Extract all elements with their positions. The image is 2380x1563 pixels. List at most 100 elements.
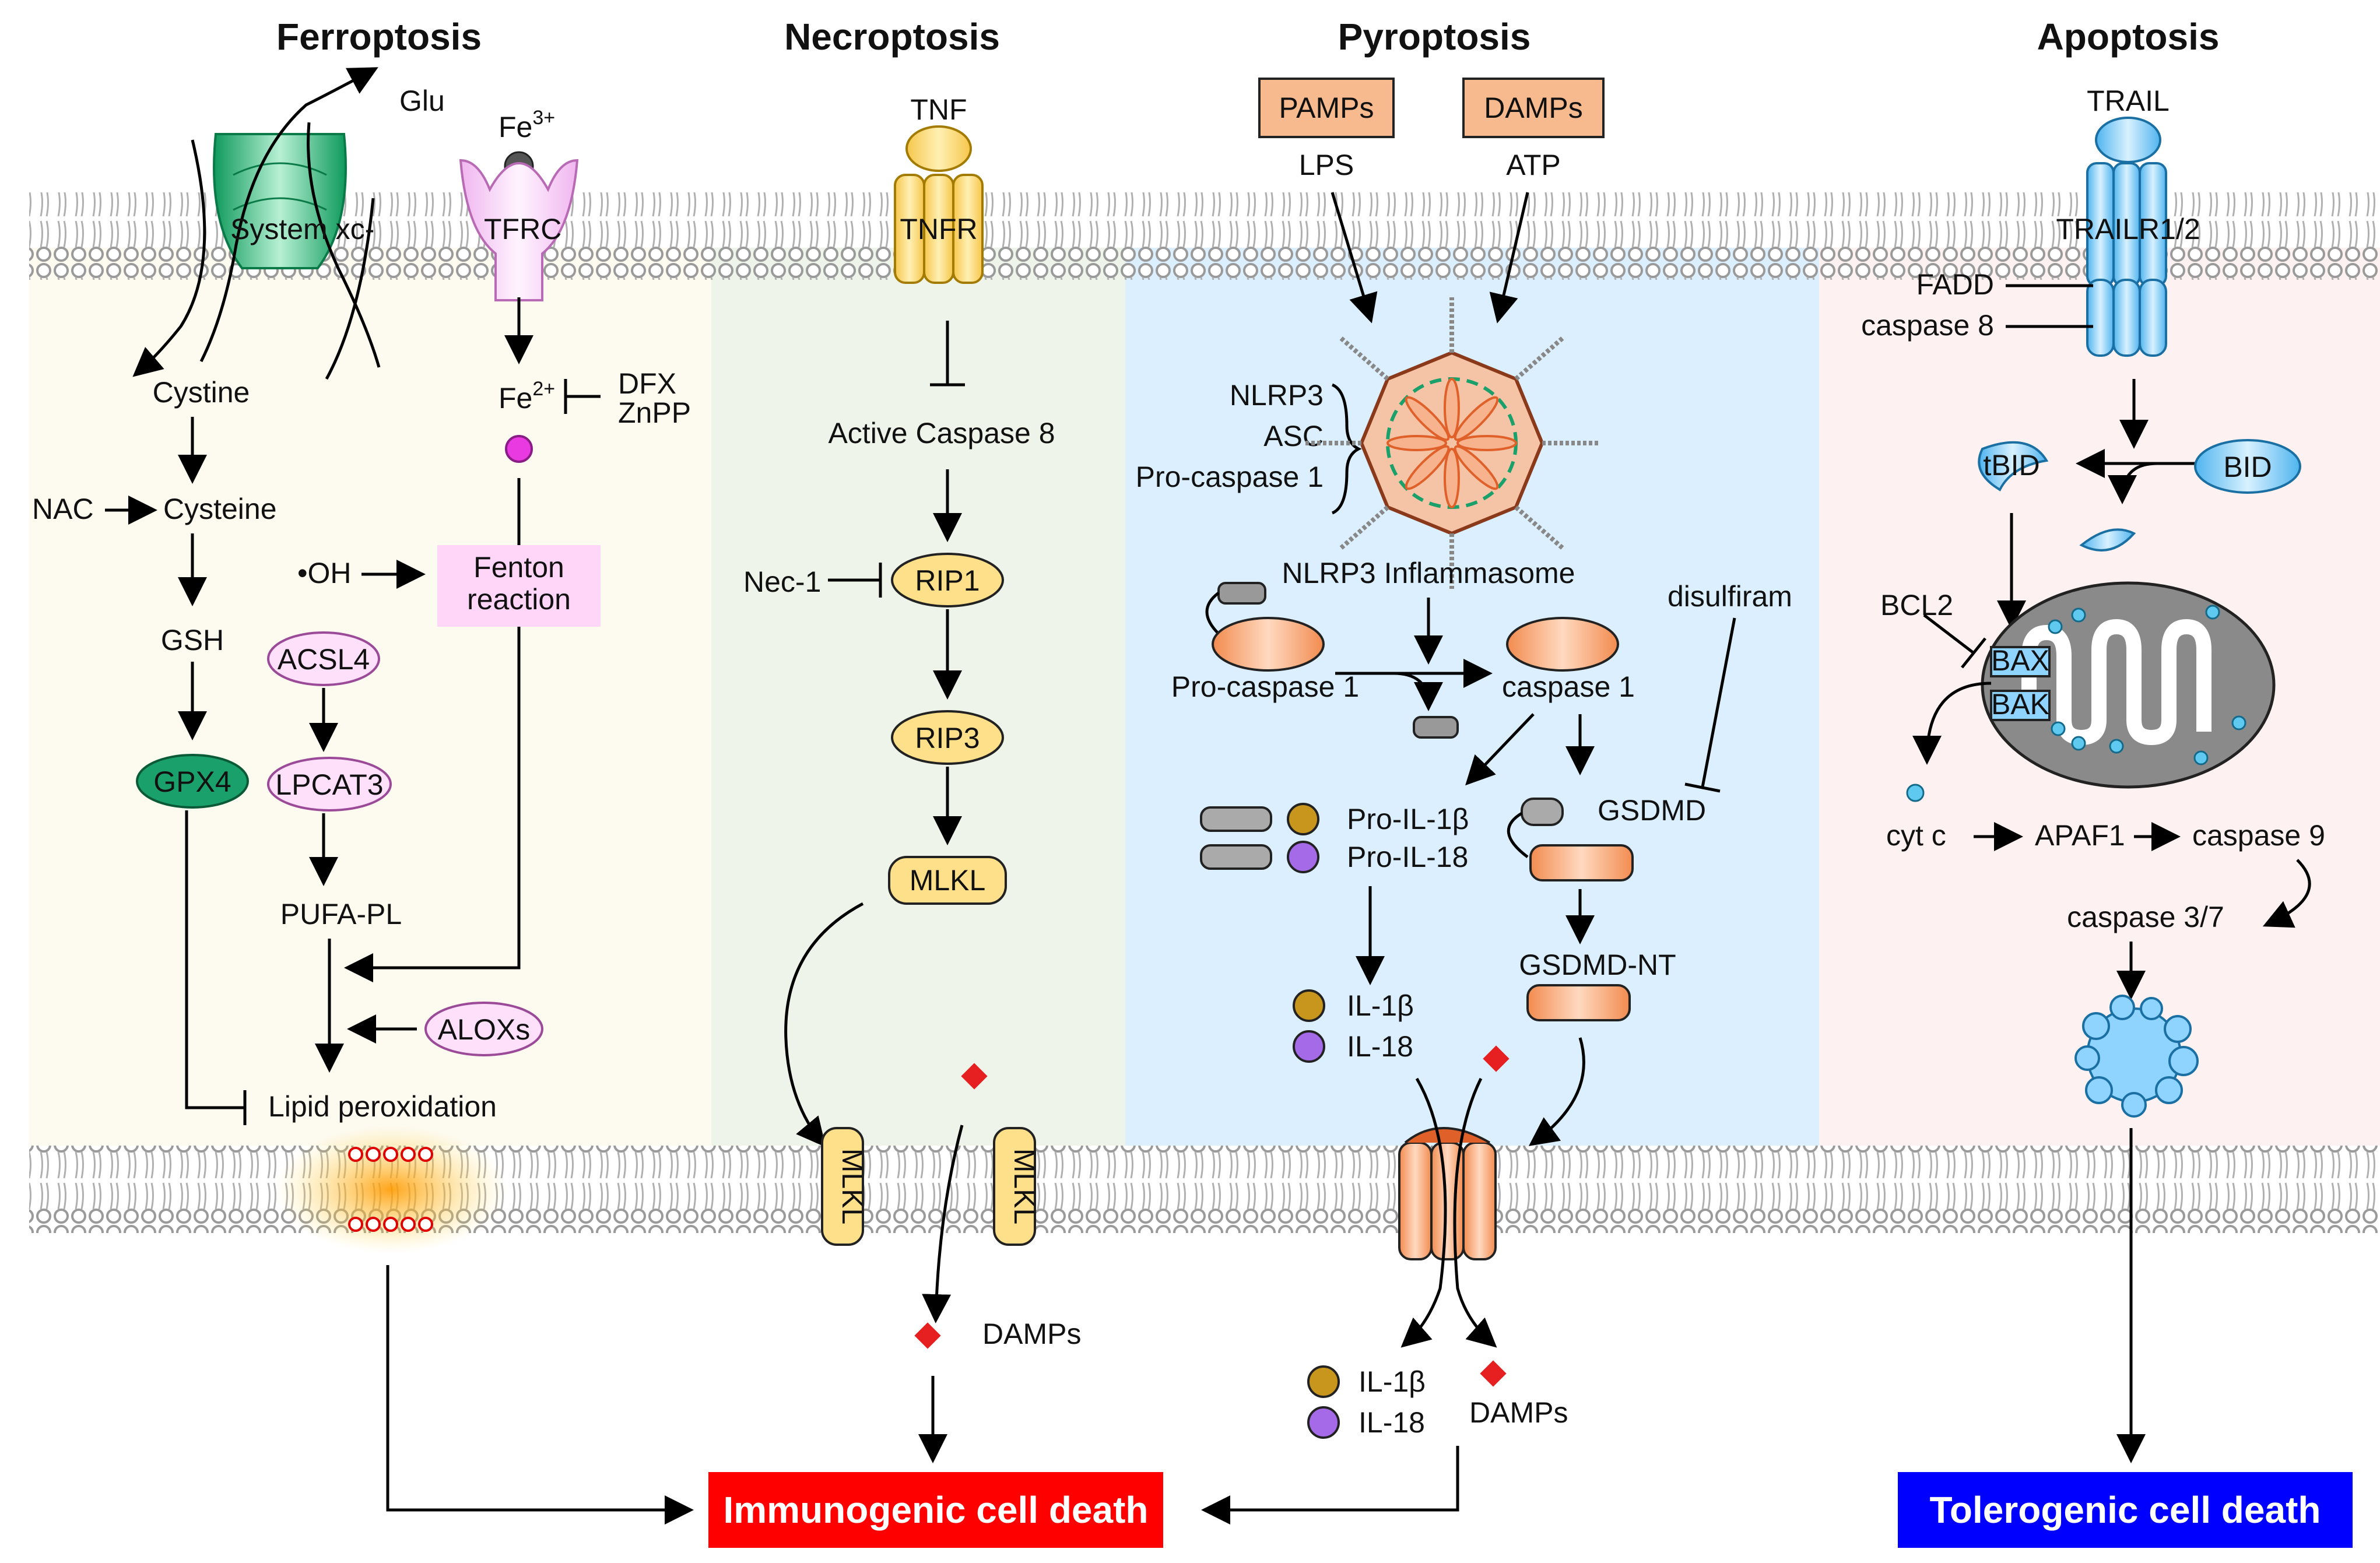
lpcat3-node [267, 757, 392, 812]
znpp-label: ZnPP [618, 396, 691, 429]
fe2-ion-icon [505, 435, 533, 463]
lpcat3-label: LPCAT3 [275, 768, 383, 801]
title-necroptosis: Necroptosis [784, 16, 1000, 58]
title-apoptosis: Apoptosis [2037, 16, 2220, 58]
disulfiram-inhibition-line [1701, 617, 1736, 788]
bid-node [2194, 439, 2301, 494]
necroptosis-damps-label: DAMPs [982, 1318, 1081, 1350]
trailr-receptor [2086, 162, 2167, 357]
fenton-to-lipid-arrow [344, 478, 521, 982]
damps-box-label: DAMPs [1484, 92, 1582, 124]
asc-label: ASC [1263, 420, 1324, 452]
ferroptosis-outcome-arrow [386, 1265, 694, 1525]
oh-label: •OH [297, 557, 352, 589]
mlkl-pore-left [821, 1127, 864, 1246]
rip1-node [891, 553, 1004, 607]
mitochondrion [1981, 581, 2276, 789]
il1b-released-icon [1307, 1365, 1340, 1398]
mlkl-node [888, 856, 1007, 905]
tbid-label: tBID [1983, 449, 2040, 482]
caspase1-label: caspase 1 [1502, 670, 1635, 703]
pamps-box [1258, 78, 1395, 138]
pro-il18-icon [1200, 841, 1319, 873]
active-caspase8-label: Active Caspase 8 [828, 417, 1055, 449]
tolerogenic-cell-death-box [1898, 1472, 2353, 1548]
gsh-label: GSH [161, 624, 224, 656]
tnf-ligand [905, 125, 972, 172]
rip1-label: RIP1 [915, 564, 980, 597]
ferroptosis-panel [29, 248, 711, 1146]
tbid-node [1978, 441, 2049, 491]
bcl2-inhibition-line [1923, 614, 1975, 654]
il1b-icon [1293, 989, 1325, 1022]
caspase1-node [1506, 617, 1619, 672]
system-xc-curve [307, 122, 381, 368]
system-xc-inner-curve [325, 198, 375, 380]
fenton-reaction-box [437, 545, 601, 627]
acsl4-node [267, 631, 380, 686]
il18-released-icon [1307, 1406, 1340, 1439]
gsdmd-nt-node [1526, 984, 1631, 1021]
dfx-label: DFX [618, 367, 676, 400]
pro-caspase1-label: Pro-caspase 1 [1171, 670, 1359, 703]
pamps-label: PAMPs [1279, 92, 1374, 124]
pufa-pl-label: PUFA-PL [280, 898, 402, 930]
bax-box [1990, 646, 2051, 677]
mlkl-label: MLKL [910, 864, 986, 897]
gsdmd-label: GSDMD [1598, 794, 1706, 827]
tnfr-receptor [894, 174, 984, 284]
damps-release-arrow [922, 1125, 964, 1323]
pyroptosis-damps-label: DAMPs [1469, 1396, 1568, 1429]
mlkl-translocation-arrow [784, 902, 864, 1147]
aloxs-node [424, 1002, 543, 1056]
tnfr-label: TNFR [900, 213, 977, 245]
peroxidized-lipids [348, 1147, 433, 1232]
bax-label: BAX [1991, 644, 2049, 677]
bak-box [1990, 690, 2051, 721]
system-xc-label: System xc- [230, 213, 374, 245]
pro-il18-label: Pro-IL-18 [1347, 841, 1468, 873]
cytc-label: cyt c [1886, 819, 1946, 852]
caspase37-label: caspase 3/7 [2067, 901, 2224, 933]
disulfiram-label: disulfiram [1668, 580, 1792, 613]
lps-label: LPS [1299, 149, 1354, 181]
fadd-label: FADD [1916, 268, 1994, 301]
cytc-icon [1906, 784, 1925, 802]
glu-export-arrow [199, 67, 378, 363]
fenton-line2: reaction [467, 583, 571, 616]
apaf1-label: APAF1 [2035, 819, 2125, 852]
mlkl-pore-right-label: MLKL [1008, 1148, 1041, 1225]
damps-icon-pyroptosis [1480, 1360, 1507, 1387]
bid-fragment-icon [2079, 528, 2136, 552]
il1b-label: IL-1β [1347, 989, 1414, 1022]
trail-ligand [2095, 117, 2161, 163]
damps-icon-pyroptosis-inner [1483, 1045, 1510, 1072]
fenton-line1: Fenton [473, 551, 564, 584]
cleaved-card-domain [1413, 716, 1459, 739]
rip3-label: RIP3 [915, 722, 980, 754]
pro-il1b-icon [1200, 803, 1319, 835]
plasma-membrane-top [29, 192, 2380, 280]
fe2-label: Fe2+ [499, 378, 555, 415]
title-pyroptosis: Pyroptosis [1338, 16, 1531, 58]
caspase8-label: caspase 8 [1861, 309, 1994, 342]
nlrp3-inflammasome-label: NLRP3 Inflammasome [1282, 557, 1575, 589]
il18-label: IL-18 [1347, 1030, 1413, 1063]
rip3-node [891, 710, 1004, 765]
inflammasome-brace [1331, 383, 1362, 515]
nlrp3-inflammasome-complex [1303, 297, 1600, 589]
bid-label: BID [2223, 451, 2272, 483]
necroptosis-panel [711, 248, 1125, 1146]
nac-label: NAC [32, 493, 94, 525]
tfrc-receptor [459, 159, 579, 301]
cystine-import-arrow [132, 139, 206, 377]
mlkl-pore-left-label: MLKL [836, 1148, 869, 1225]
pyroptosis-outcome-arrow [1201, 1446, 1459, 1525]
gsdmd-node [1529, 844, 1634, 881]
trailr-label: TRAILR1/2 [2056, 213, 2200, 245]
gsdmd-nt-label: GSDMD-NT [1519, 949, 1676, 981]
damps-icon-necroptosis [914, 1322, 941, 1349]
aloxs-label: ALOXs [438, 1013, 530, 1046]
cysteine-label: Cysteine [163, 493, 277, 525]
